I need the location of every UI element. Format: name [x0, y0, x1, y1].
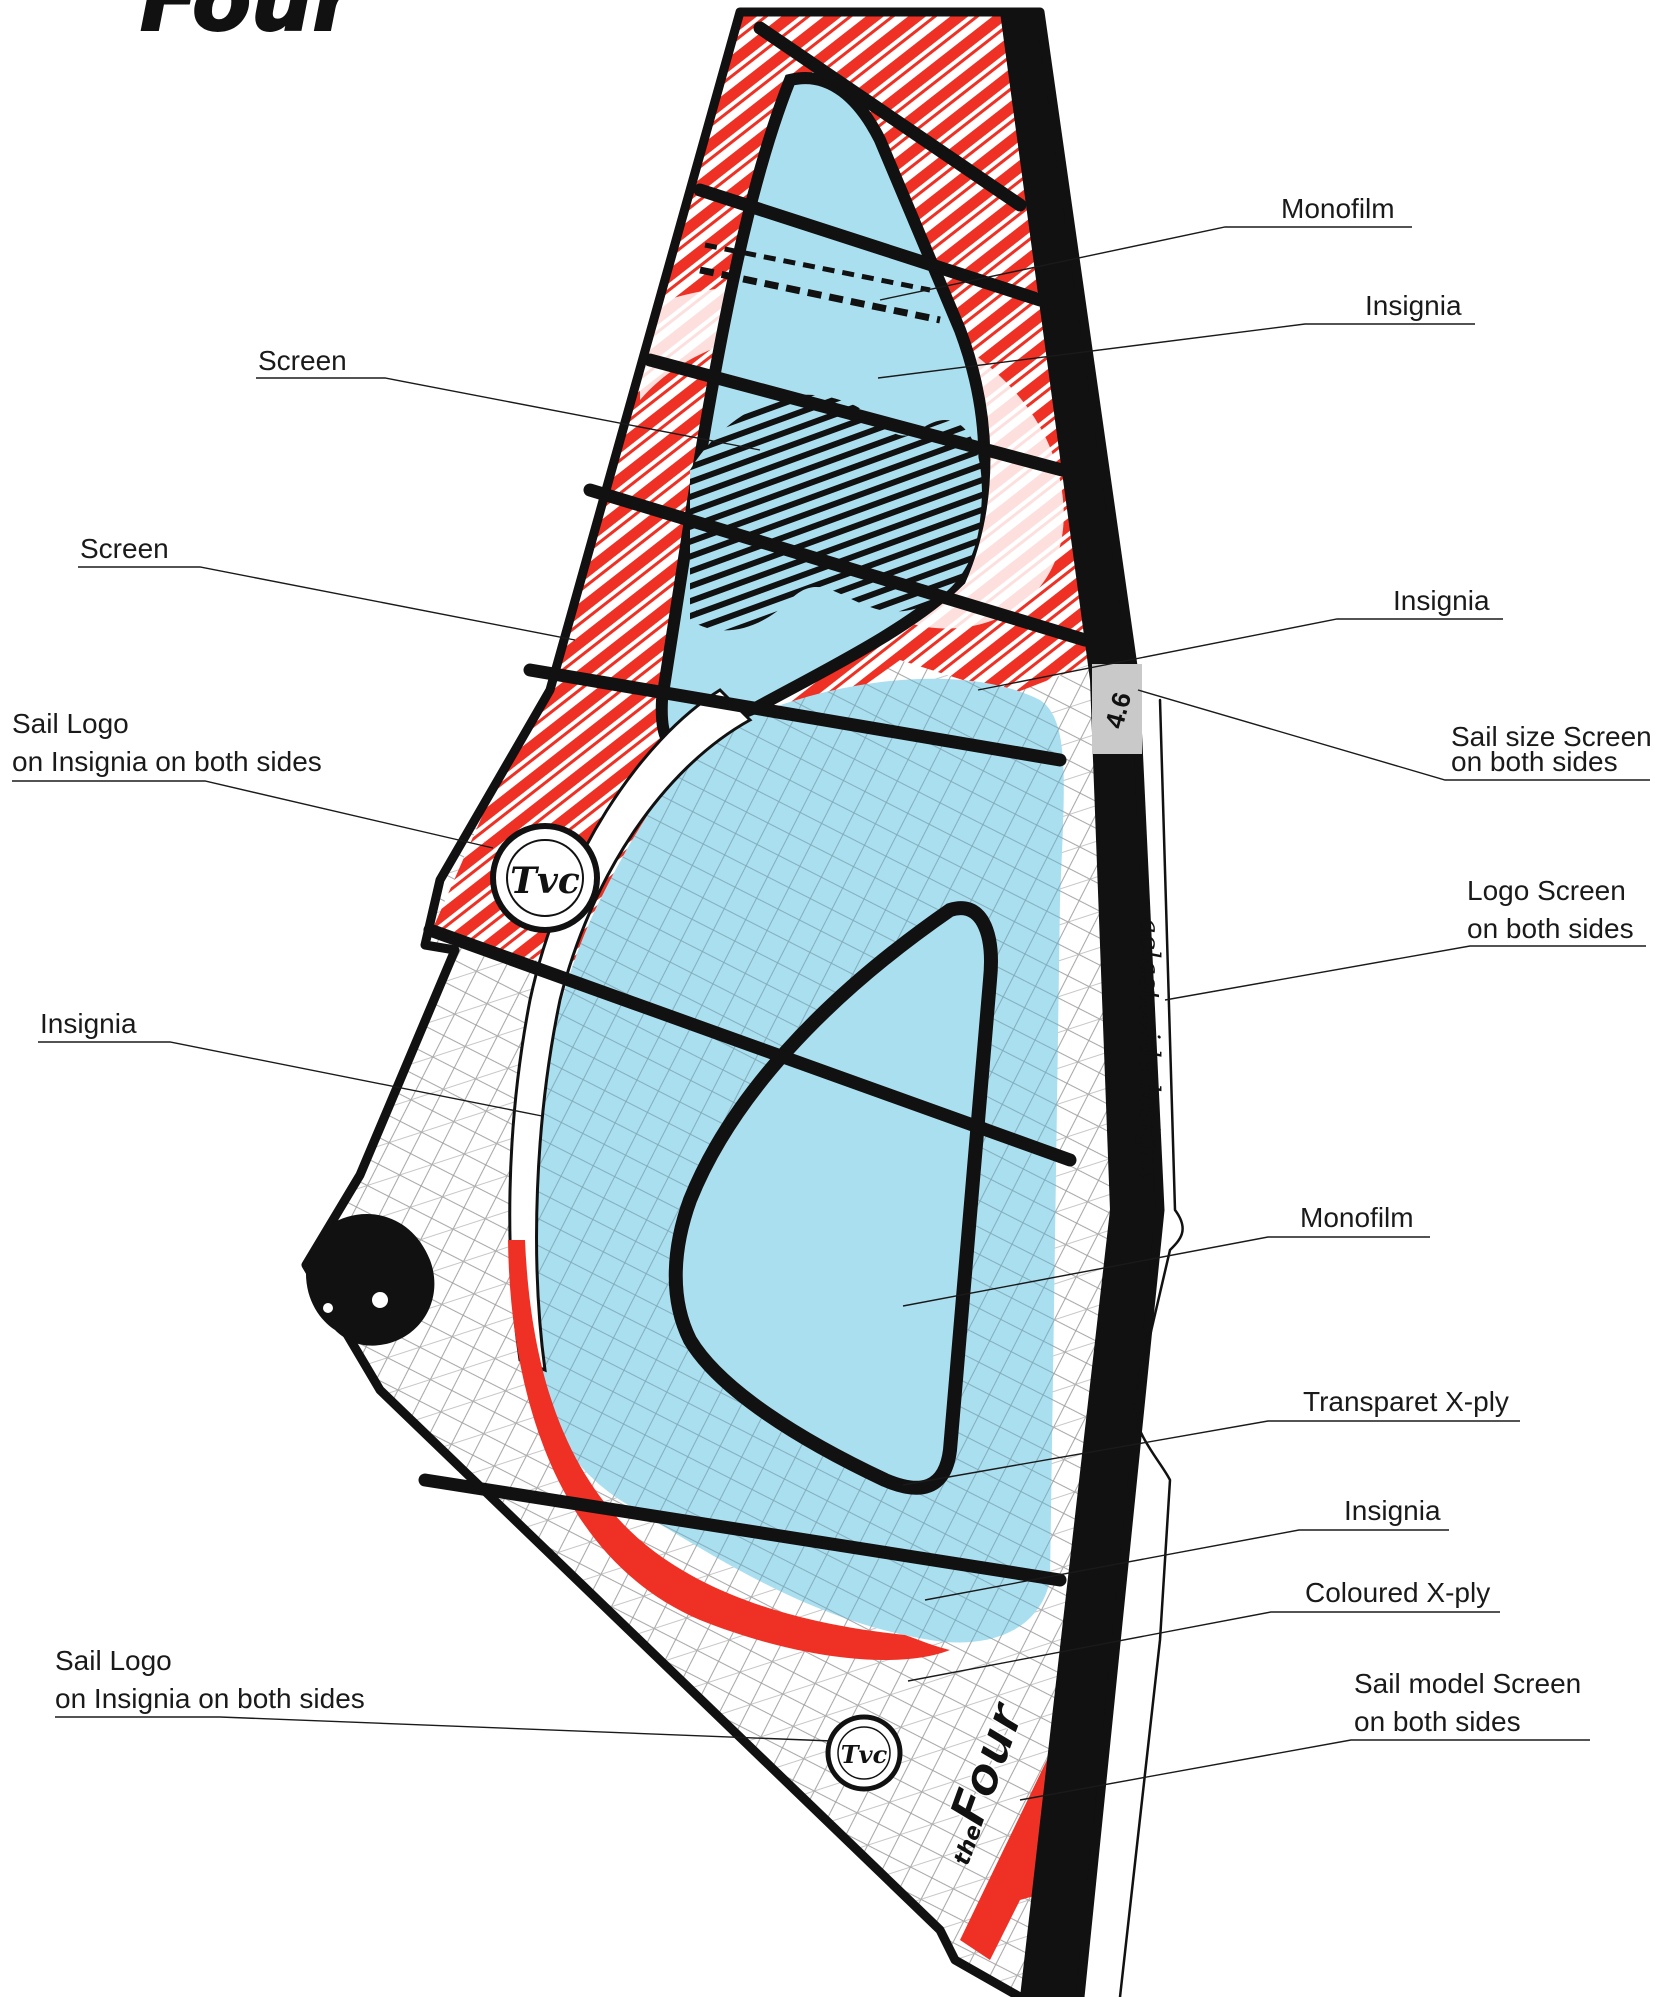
svg-text:Sail Logo: Sail Logo [12, 708, 129, 739]
svg-text:Sail model Screen: Sail model Screen [1354, 1668, 1581, 1699]
svg-text:Monofilm: Monofilm [1300, 1202, 1414, 1233]
svg-text:Tvc: Tvc [510, 860, 580, 902]
svg-text:Coloured X-ply: Coloured X-ply [1305, 1577, 1490, 1608]
clew-grommet [372, 1292, 388, 1308]
sail-logo-badge-upper: Tvc [493, 826, 597, 930]
brand-logo: Four [140, 0, 359, 51]
callout-logo-screen: Logo Screen on both sides [1165, 875, 1646, 1000]
callout-screen-lower: Screen [78, 533, 575, 640]
designer-signature: aclastcsidedesigns [1133, 917, 1166, 1182]
svg-text:Insignia: Insignia [40, 1008, 137, 1039]
svg-text:on Insignia on both sides: on Insignia on both sides [12, 746, 322, 777]
svg-text:Tvc: Tvc [841, 1740, 888, 1769]
svg-text:on both sides: on both sides [1354, 1706, 1521, 1737]
svg-text:on both sides: on both sides [1467, 913, 1634, 944]
sail-body: 4.6 aclastcsidedesigns Tvc Tvc the Four [306, 12, 1183, 1997]
svg-text:on both sides: on both sides [1451, 746, 1618, 777]
svg-text:Insignia: Insignia [1365, 290, 1462, 321]
svg-text:Insignia: Insignia [1344, 1495, 1441, 1526]
svg-text:Sail Logo: Sail Logo [55, 1645, 172, 1676]
callout-sail-size-screen: Sail size Screen on both sides [1138, 690, 1652, 780]
svg-text:Screen: Screen [258, 345, 347, 376]
svg-text:Insignia: Insignia [1393, 585, 1490, 616]
svg-text:Screen: Screen [80, 533, 169, 564]
sail-logo-badge-lower: Tvc [828, 1717, 900, 1789]
svg-text:Transparet X-ply: Transparet X-ply [1303, 1386, 1509, 1417]
svg-text:on Insignia on both sides: on Insignia on both sides [55, 1683, 365, 1714]
svg-text:Monofilm: Monofilm [1281, 193, 1395, 224]
svg-text:Logo Screen: Logo Screen [1467, 875, 1626, 906]
callout-sail-logo-upper: Sail Logo on Insignia on both sides [12, 708, 493, 848]
